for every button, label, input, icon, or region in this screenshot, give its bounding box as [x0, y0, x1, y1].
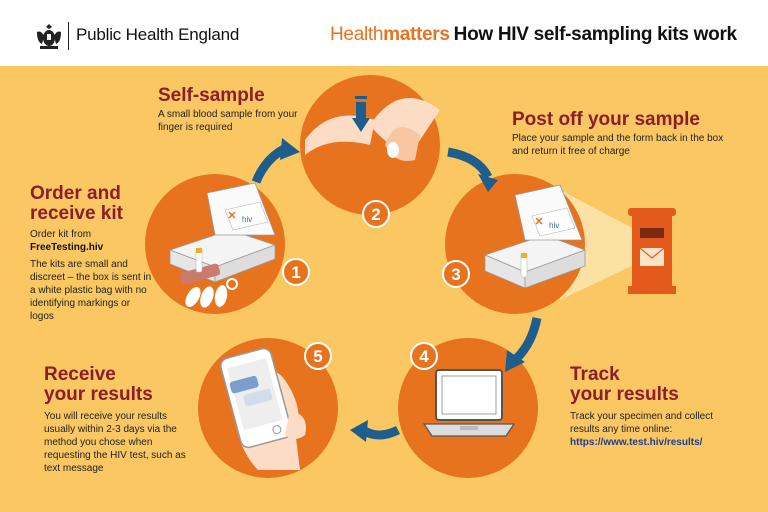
postbox-icon: [628, 208, 676, 294]
svg-text:1: 1: [291, 263, 300, 282]
step-4-desc-text: Track your specimen and collect results …: [570, 411, 714, 435]
step-5-badge: 5: [304, 342, 332, 370]
step-1-desc-body: The kits are small and discreet – the bo…: [30, 259, 152, 322]
step-5-title-line2: your results: [44, 384, 153, 405]
step-5-circle: [198, 338, 338, 478]
step-4-title-line1: Track: [570, 364, 620, 385]
svg-text:4: 4: [419, 347, 429, 366]
arrow-heads: [280, 138, 525, 442]
step-4-description: Track your specimen and collect results …: [570, 410, 740, 449]
svg-text:3: 3: [451, 265, 460, 284]
down-arrow-icon: [356, 102, 366, 118]
step-2-title: Self-sample: [158, 85, 265, 106]
kit-box-label-1: hiv: [242, 215, 252, 224]
step-4-title: Track your results: [570, 365, 679, 405]
message-bubble-icon: [229, 375, 259, 394]
step-3-badge: 3: [442, 260, 470, 288]
step-5-description: You will receive your results usually wi…: [44, 411, 186, 474]
step-1-order-link[interactable]: FreeTesting.hiv: [30, 242, 104, 253]
step-1-title-line1: Order and: [30, 183, 121, 204]
step-3-circle: hiv: [445, 174, 587, 314]
step-5-title-line1: Receive: [44, 364, 116, 385]
step-2-badge: 2: [362, 200, 390, 228]
step-1-title: Order and receive kit: [30, 184, 123, 224]
step-4-circle: [398, 338, 538, 478]
step-2-description: A small blood sample from your finger is…: [158, 109, 298, 133]
org-name: Public Health England: [76, 25, 240, 44]
arrow-3-to-4: [513, 317, 542, 362]
light-beam: [560, 190, 640, 300]
step-5-title: Receive your results: [44, 365, 153, 405]
step-4-results-link[interactable]: https://www.test.hiv/results/: [570, 437, 703, 448]
arrow-4-to-5: [360, 425, 401, 440]
royal-crest-icon: [37, 24, 61, 49]
step-4-badge: 4: [410, 342, 438, 370]
step-1-title-line2: receive kit: [30, 203, 123, 224]
header-divider: [68, 22, 69, 50]
svg-text:5: 5: [313, 347, 322, 366]
kit-box-label-3: hiv: [549, 221, 559, 230]
brand-matters: matters: [383, 24, 450, 45]
step-2-circle: [300, 75, 440, 215]
svg-text:2: 2: [371, 205, 380, 224]
step-1-description: Order kit from FreeTesting.hiv The kits …: [30, 228, 152, 323]
headline-title: How HIV self-sampling kits work: [453, 24, 737, 45]
step-1-desc-line1: Order kit from: [30, 229, 92, 240]
brand-health: Health: [330, 24, 384, 45]
step-4-title-line2: your results: [570, 384, 679, 405]
step-3-title: Post off your sample: [512, 109, 700, 130]
step-1-circle: hiv: [145, 174, 285, 314]
arrow-2-to-3: [447, 147, 493, 180]
step-3-description: Place your sample and the form back in t…: [512, 133, 724, 157]
step-1-badge: 1: [282, 258, 310, 286]
